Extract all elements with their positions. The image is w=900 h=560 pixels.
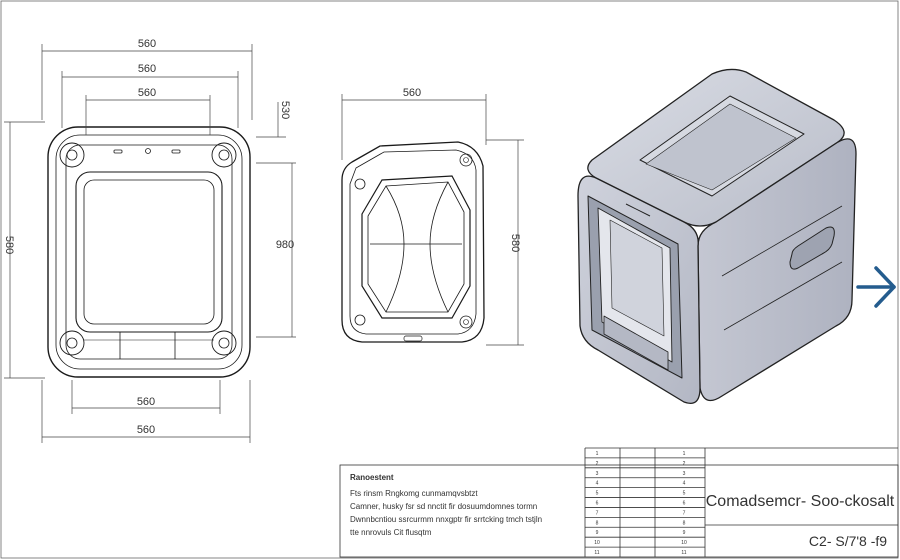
grid-row-number-right: 7 — [683, 510, 686, 516]
grid-row-number-right: 5 — [683, 491, 686, 497]
grid-row-number-right: 8 — [683, 520, 686, 526]
grid-row-number: 2 — [596, 461, 599, 467]
grid-row-number: 10 — [594, 540, 600, 546]
notes-line-1: Fts rinsm Rngkomg cunmamqvsbtzt — [350, 489, 478, 498]
grid-row-number: 3 — [596, 471, 599, 477]
grid-row-number-right: 11 — [681, 550, 686, 556]
grid-row-number-right: 10 — [681, 540, 687, 546]
notes-line-2: Camner, husky fsr sd nnctit fir dosuumdo… — [350, 502, 537, 511]
grid-row-number: 7 — [596, 510, 599, 516]
grid-row-number: 8 — [596, 520, 599, 526]
dim-label-top-2: 560 — [138, 63, 156, 75]
grid-row-number: 1 — [596, 451, 599, 457]
boss-top-right — [211, 142, 237, 168]
drawing-number: C2- S/7'8 -f9 — [809, 533, 887, 549]
arrow-right-icon — [856, 266, 896, 308]
dim-label-right-small: 530 — [279, 101, 291, 119]
title-block-notes: Ranoestent Fts rinsm Rngkomg cunmamqvsbt… — [350, 473, 542, 537]
grid-row-number: 4 — [596, 481, 599, 487]
grid-row-number-right: 9 — [683, 530, 686, 536]
dim-label-bottom-1: 560 — [137, 396, 155, 408]
side-dim-label-height: 580 — [509, 234, 521, 252]
front-window — [83, 179, 215, 325]
notes-heading: Ranoestent — [350, 473, 394, 482]
grid-row-number: 6 — [596, 501, 599, 507]
dim-label-left-height: 580 — [3, 236, 15, 254]
boss-bottom-right — [211, 330, 237, 356]
grid-row-number-right: 6 — [683, 501, 686, 507]
render-handle — [789, 226, 835, 270]
dim-label-right-height: 980 — [276, 239, 294, 251]
grid-row-number: 11 — [594, 550, 599, 556]
side-view — [341, 141, 485, 343]
drawing-title: Comadsemcr- Soo-ckosalt — [706, 493, 895, 510]
title-block — [339, 447, 899, 558]
side-dim-label-width: 560 — [403, 87, 421, 99]
dim-label-top-1: 560 — [138, 38, 156, 50]
isometric-render — [577, 68, 857, 405]
front-outer-outline — [47, 126, 251, 378]
front-inner-outline — [55, 134, 243, 370]
front-window-frame — [75, 171, 223, 333]
grid-row-number-right: 1 — [683, 451, 686, 457]
side-outer-outline — [341, 141, 485, 343]
dim-label-bottom-2: 560 — [137, 424, 155, 436]
front-view-dimensions — [4, 44, 296, 443]
grid-row-number-right: 4 — [683, 481, 686, 487]
grid-row-number: 5 — [596, 491, 599, 497]
grid-row-number-right: 2 — [683, 461, 686, 467]
notes-line-3: Dwnnbcntiou ssrcurmm nnxgptr fir srrtcki… — [350, 515, 542, 524]
front-view-dimension-labels: 560 560 560 560 560 580 530 980 — [3, 38, 294, 436]
boss-bottom-left — [59, 330, 85, 356]
front-view — [47, 126, 251, 378]
render-right-face — [697, 138, 857, 402]
grid-row-number: 9 — [596, 530, 599, 536]
dim-label-top-3: 560 — [138, 87, 156, 99]
side-octagon-profile — [361, 175, 471, 319]
side-view-dimensions — [341, 94, 524, 346]
boss-top-left — [59, 142, 85, 168]
grid-row-number-right: 3 — [683, 471, 686, 477]
notes-line-4: tte nnrovuls Cit flusqtm — [350, 528, 432, 537]
title-block-grid — [585, 457, 705, 548]
